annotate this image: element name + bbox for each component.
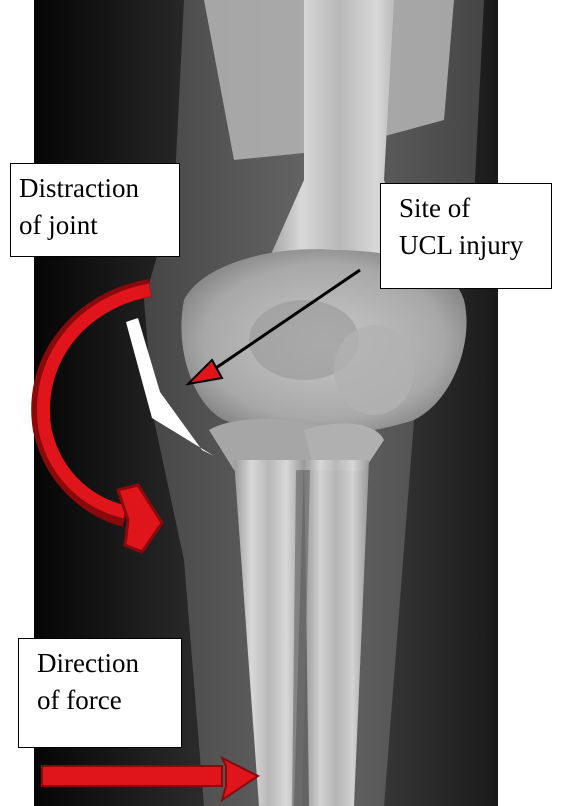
ucl-site-label-line2: UCL injury [399,227,543,264]
ucl-site-label-box: Site of UCL injury [380,183,552,289]
distraction-label-line1: Distraction [19,170,171,207]
distraction-label-line2: of joint [19,207,171,244]
force-direction-label-line2: of force [37,682,173,719]
force-direction-label-line1: Direction [37,645,173,682]
force-direction-label-box: Direction of force [18,638,182,748]
distraction-label-box: Distraction of joint [10,163,180,257]
ucl-site-label-line1: Site of [399,190,543,227]
